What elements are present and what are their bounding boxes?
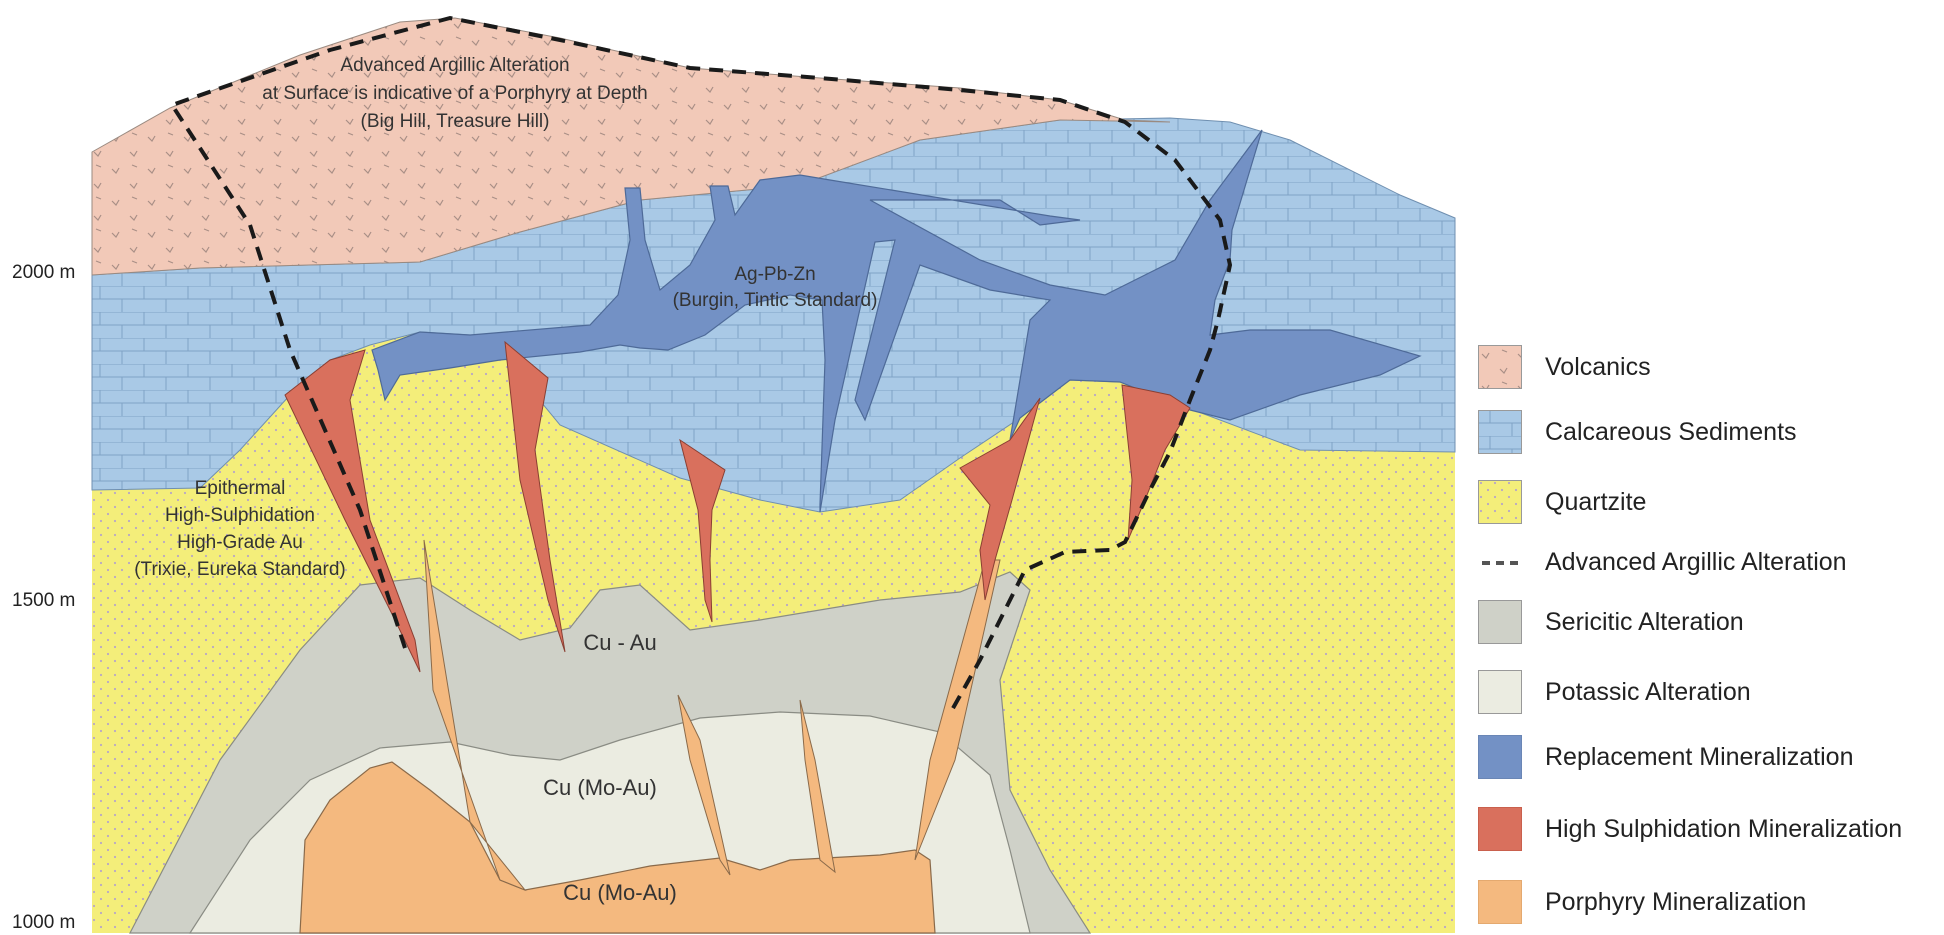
cu-mo-au-upper-label: Cu (Mo-Au) <box>525 775 675 801</box>
quartzite-swatch-icon <box>1478 480 1522 524</box>
replacement-swatch-icon <box>1478 735 1522 779</box>
legend-item-advanced-argillic: Advanced Argillic Alteration <box>1475 540 1940 584</box>
legend-label-calcareous: Calcareous Sediments <box>1545 418 1797 447</box>
legend-item-potassic: Potassic Alteration <box>1475 670 1940 714</box>
legend-item-calcareous: Calcareous Sediments <box>1475 410 1940 454</box>
porphyry-swatch-icon <box>1478 880 1522 924</box>
volcanics-annotation-line1: Advanced Argillic Alteration <box>205 52 705 80</box>
legend-label-sericitic: Sericitic Alteration <box>1545 608 1744 637</box>
potassic-swatch-icon <box>1478 670 1522 714</box>
volcanics-swatch-icon <box>1478 345 1522 389</box>
legend-label-potassic: Potassic Alteration <box>1545 678 1751 707</box>
legend-label-high-sulphidation: High Sulphidation Mineralization <box>1545 815 1902 844</box>
cu-mo-au-lower-label: Cu (Mo-Au) <box>545 880 695 906</box>
epithermal-annotation-line4: (Trixie, Eureka Standard) <box>115 556 365 583</box>
elevation-1000-label: 1000 m <box>12 912 75 934</box>
dashed-line-swatch-icon <box>1482 561 1518 565</box>
legend-item-sericitic: Sericitic Alteration <box>1475 600 1940 644</box>
cu-au-label: Cu - Au <box>560 630 680 656</box>
legend-item-quartzite: Quartzite <box>1475 480 1940 524</box>
elevation-2000-label: 2000 m <box>12 262 75 284</box>
legend-label-porphyry: Porphyry Mineralization <box>1545 888 1806 917</box>
elevation-1500-label: 1500 m <box>12 590 75 612</box>
epithermal-annotation-line1: Epithermal <box>115 475 365 502</box>
legend-item-porphyry: Porphyry Mineralization <box>1475 880 1940 924</box>
epithermal-annotation-line3: High-Grade Au <box>115 529 365 556</box>
legend-label-volcanics: Volcanics <box>1545 353 1651 382</box>
replacement-annotation-line1: Ag-Pb-Zn <box>630 262 920 288</box>
volcanics-annotation: Advanced Argillic Alteration at Surface … <box>205 52 705 136</box>
legend-label-replacement: Replacement Mineralization <box>1545 743 1853 772</box>
legend-item-volcanics: Volcanics <box>1475 345 1940 389</box>
replacement-annotation: Ag-Pb-Zn (Burgin, Tintic Standard) <box>630 262 920 314</box>
volcanics-annotation-line2: at Surface is indicative of a Porphyry a… <box>205 80 705 108</box>
epithermal-annotation-line2: High-Sulphidation <box>115 502 365 529</box>
epithermal-annotation: Epithermal High-Sulphidation High-Grade … <box>115 475 365 583</box>
replacement-annotation-line2: (Burgin, Tintic Standard) <box>630 288 920 314</box>
calcareous-swatch-icon <box>1478 410 1522 454</box>
legend-item-replacement: Replacement Mineralization <box>1475 735 1940 779</box>
volcanics-annotation-line3: (Big Hill, Treasure Hill) <box>205 108 705 136</box>
sericitic-swatch-icon <box>1478 600 1522 644</box>
legend-item-high-sulphidation: High Sulphidation Mineralization <box>1475 807 1940 851</box>
legend-label-advanced-argillic: Advanced Argillic Alteration <box>1545 548 1847 577</box>
legend-label-quartzite: Quartzite <box>1545 488 1646 517</box>
high-sulphidation-swatch-icon <box>1478 807 1522 851</box>
